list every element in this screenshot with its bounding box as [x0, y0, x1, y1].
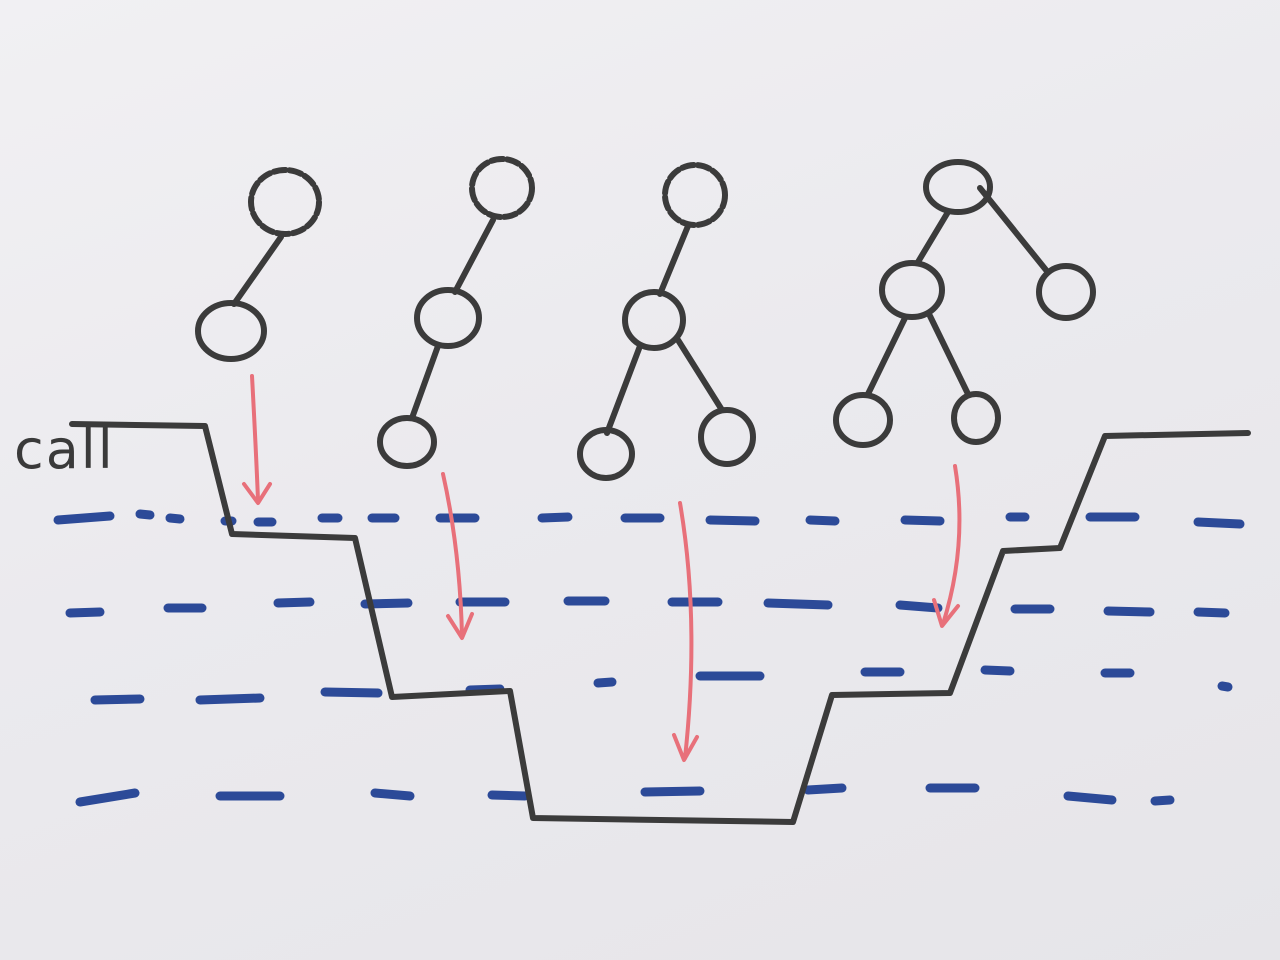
tree-edge: [865, 315, 908, 397]
tree-node: [951, 391, 1001, 445]
tree-3: [577, 162, 756, 481]
depth-level-1: [53, 509, 1245, 529]
tree-edge: [604, 343, 643, 436]
recursion-trees: [195, 156, 1096, 481]
depth-level-3: [90, 665, 1233, 705]
tree-node: [577, 427, 635, 481]
tree-node: [833, 392, 893, 448]
tree-node: [414, 287, 482, 349]
arrow-tree-2: [441, 472, 474, 640]
tree-edge: [915, 209, 951, 265]
tree-node: [622, 289, 686, 351]
tree-4: [833, 159, 1096, 448]
tree-node-root: [923, 159, 993, 215]
tree-2: [377, 156, 535, 469]
tree-edge: [977, 185, 1049, 273]
arrow-tree-3: [672, 501, 699, 762]
depth-arrows: [242, 374, 962, 762]
arrow-tree-1: [242, 374, 272, 505]
tree-edge: [231, 234, 284, 307]
tree-1: [195, 167, 322, 362]
call-stack-profile: [69, 421, 1251, 825]
tree-node: [377, 415, 437, 469]
tree-node-root: [469, 156, 535, 220]
tree-node-root: [248, 167, 322, 237]
depth-levels: [53, 509, 1245, 807]
tree-node: [879, 260, 945, 320]
tree-edge: [927, 313, 971, 397]
tree-node-root: [662, 162, 728, 228]
tree-node: [1036, 263, 1096, 321]
tree-edge: [452, 217, 496, 295]
depth-level-2: [65, 596, 1230, 618]
call-label: call: [14, 418, 115, 481]
tree-edge: [409, 343, 441, 421]
tree-node: [698, 407, 756, 467]
tree-edge: [675, 337, 725, 413]
tree-edge: [657, 223, 691, 297]
tree-node: [195, 300, 267, 362]
arrow-tree-4: [932, 464, 962, 628]
depth-level-4: [75, 783, 1175, 807]
